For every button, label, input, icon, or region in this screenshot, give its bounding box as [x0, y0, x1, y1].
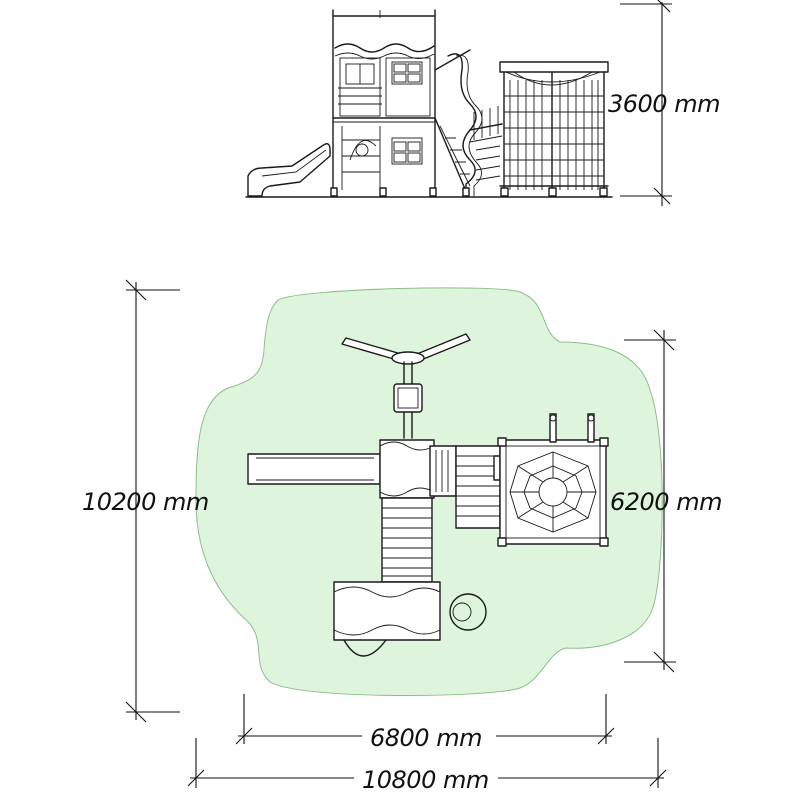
plan-slide	[247, 453, 381, 485]
side-climbing-frame	[499, 61, 609, 197]
side-stairs	[434, 49, 483, 197]
zone-width-dimension	[624, 329, 676, 673]
side-slide	[247, 143, 331, 197]
total-width-label: 10800 mm	[362, 766, 489, 794]
plan-net-tower	[497, 413, 609, 547]
side-bridge	[469, 106, 503, 181]
structure-width-label: 6800 mm	[370, 724, 482, 752]
zone-width-label: 6200 mm	[610, 488, 722, 516]
plan-bridge	[455, 445, 501, 529]
plan-stairs	[381, 497, 433, 583]
length-dimension	[125, 279, 180, 723]
plan-view: 10200 mm 6200 mm 6800 mm	[82, 279, 722, 794]
plan-main-tower	[379, 439, 457, 499]
height-dimension	[620, 0, 672, 206]
total-width-dimension	[187, 738, 667, 788]
structure-width-dimension	[235, 694, 615, 745]
length-label: 10200 mm	[82, 488, 209, 516]
plan-swing-arm	[341, 333, 471, 439]
plan-lower-tower	[333, 581, 487, 657]
side-main-tower	[330, 9, 437, 197]
side-elevation-view: 3600 mm	[245, 0, 720, 206]
height-label: 3600 mm	[608, 90, 720, 118]
